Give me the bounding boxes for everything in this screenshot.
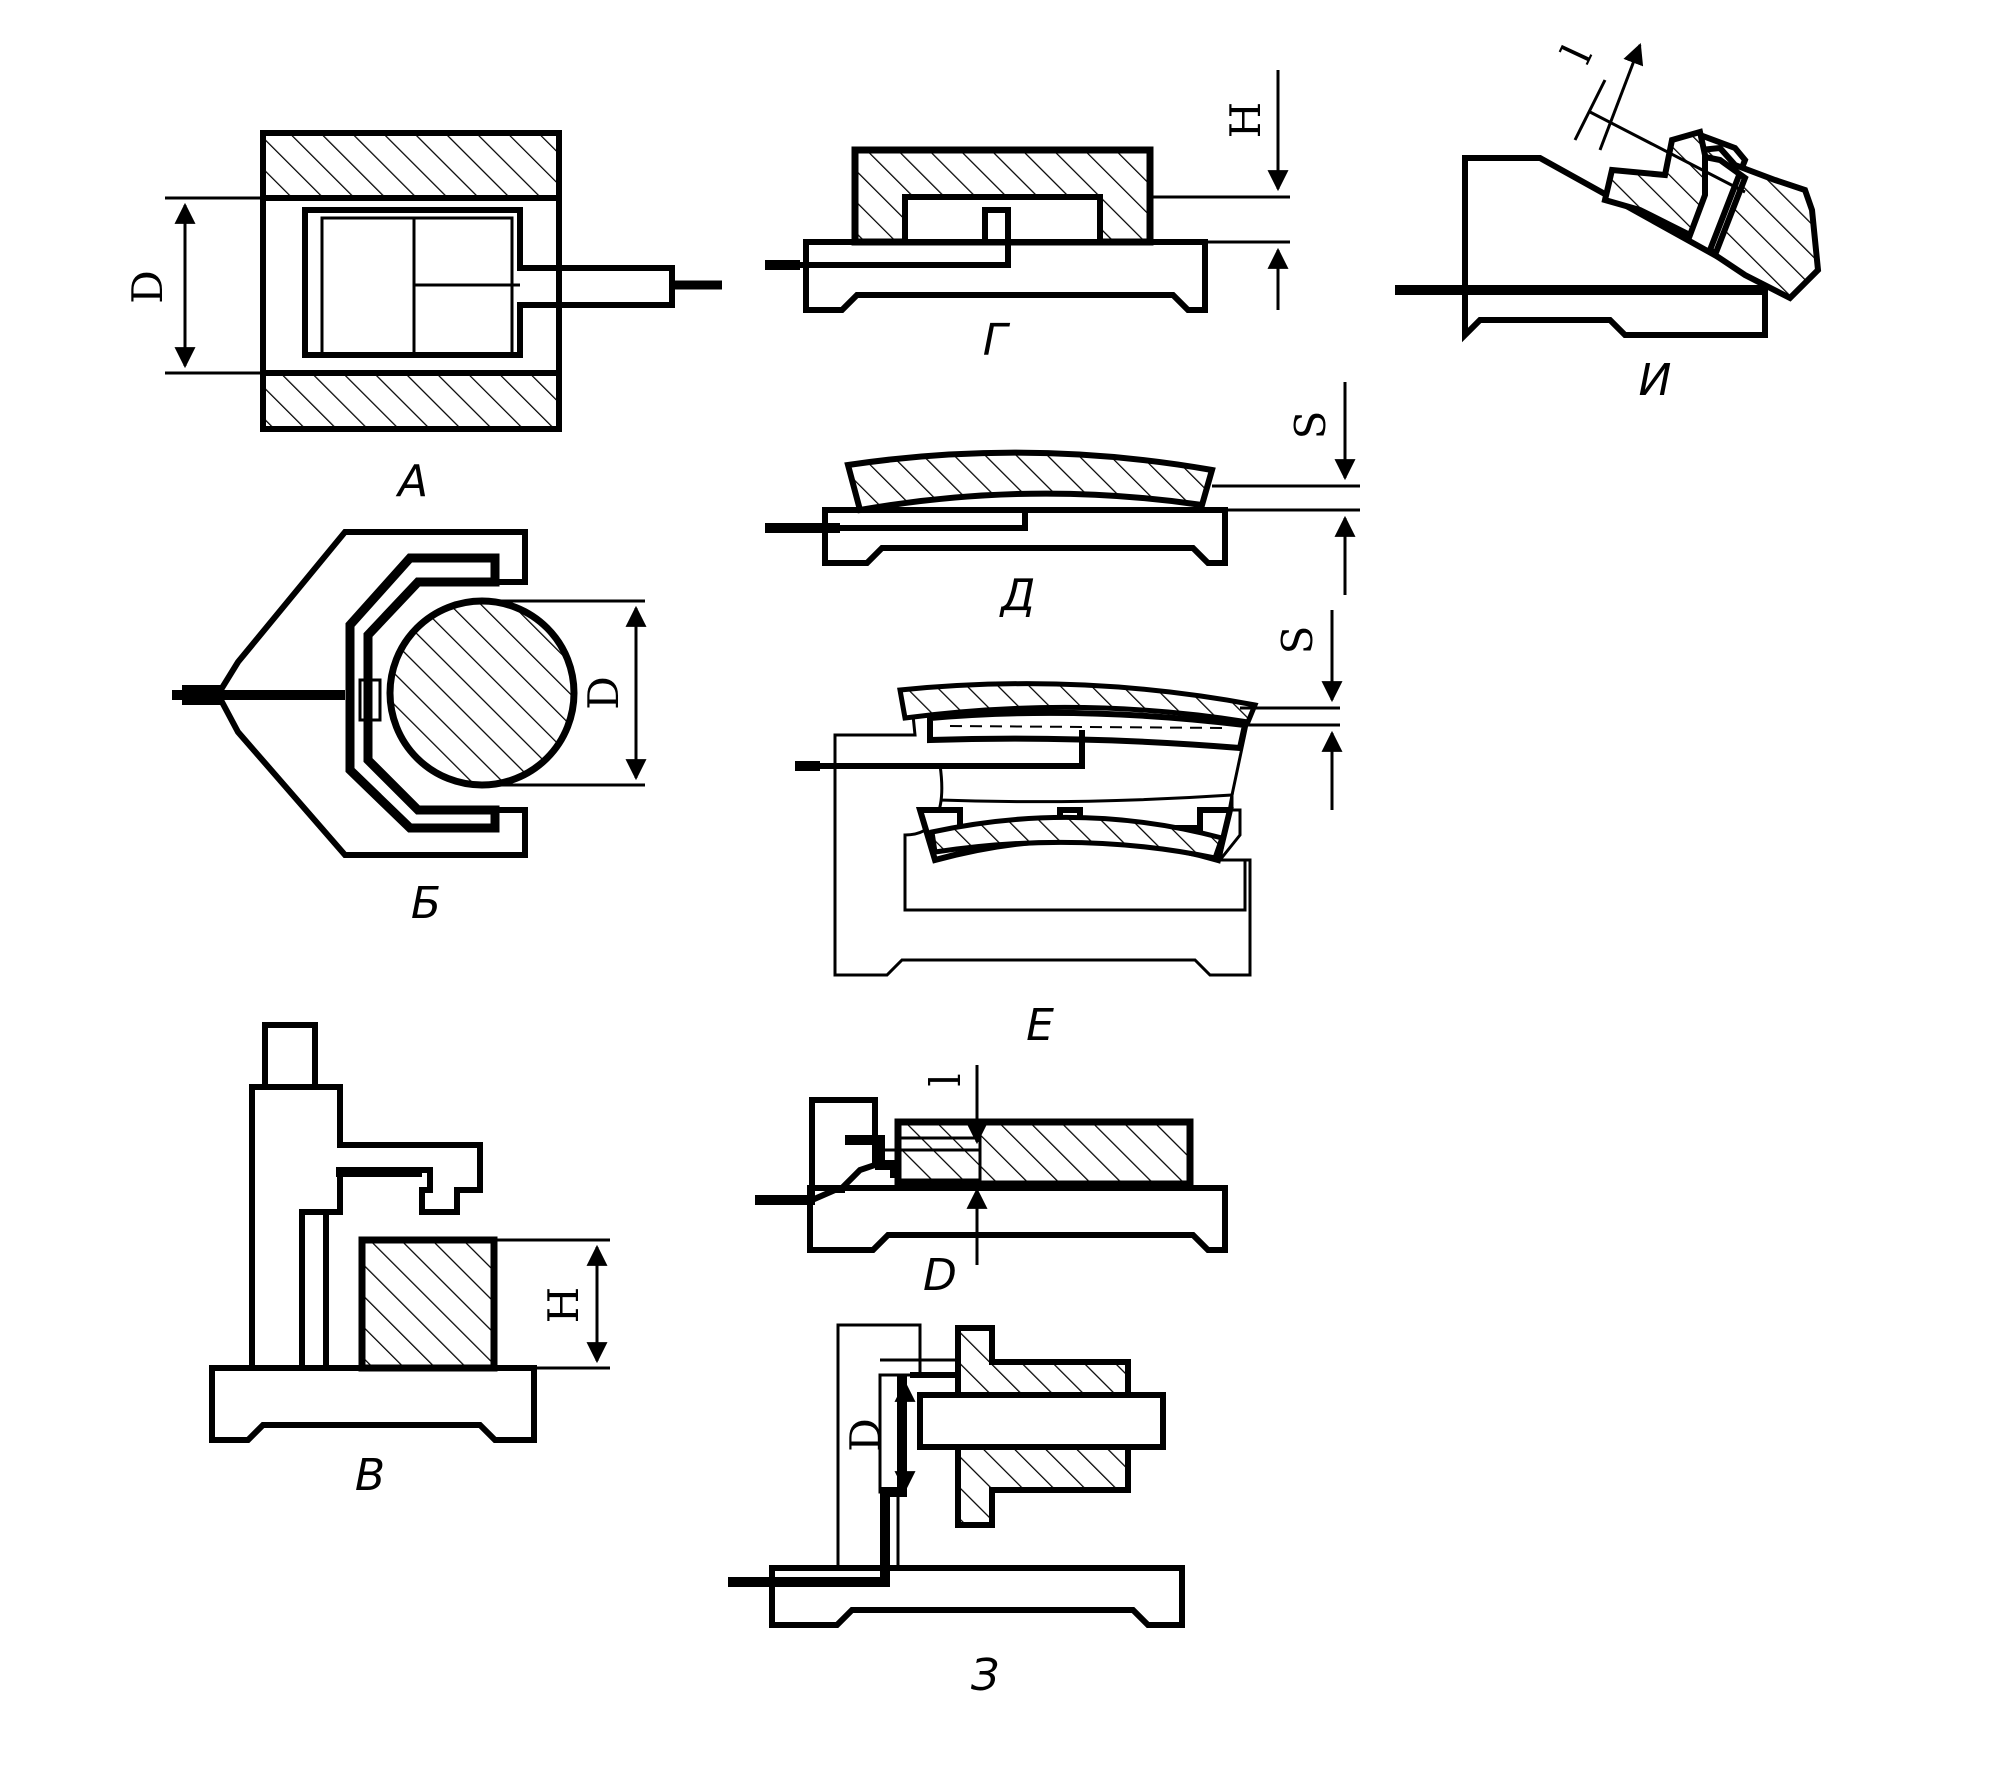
e-lower-part: [929, 814, 1226, 861]
a-dimension-label: D: [123, 270, 172, 304]
b-jaw: [345, 553, 500, 833]
v-stand: [249, 1084, 483, 1371]
figure-i-label: И: [1639, 355, 1672, 406]
g-base: [803, 239, 1208, 313]
figure-e: S Е: [795, 610, 1343, 1051]
a-bottom-hatch: [266, 373, 556, 426]
b-round-part: [386, 597, 578, 789]
figure-g: H Г: [765, 70, 1290, 366]
v-base: [209, 1365, 537, 1443]
v-part: [358, 1236, 498, 1372]
figure-zh: l D Ж: [755, 1065, 1228, 1301]
figure-z: D З: [728, 1323, 1185, 1701]
figure-a: D А: [123, 130, 722, 507]
b-dimension-label: D: [579, 676, 628, 710]
z-lower-bushing: [955, 1444, 1131, 1528]
d-dimension-label: S: [1286, 411, 1335, 440]
figure-e-label: Е: [1026, 1000, 1054, 1051]
e-dimension-label: S: [1273, 626, 1322, 655]
figure-d-label: Д: [999, 570, 1035, 621]
figure-g-label: Г: [983, 315, 1011, 366]
a-gauge-insert: [302, 207, 675, 358]
zh-dimension-label-l: l: [921, 1073, 970, 1086]
g-dimension-label: H: [1221, 102, 1270, 139]
z-dimension-label: D: [841, 1418, 890, 1452]
d-base: [822, 507, 1228, 566]
a-body-outline: [260, 130, 562, 432]
figure-b: D Б: [172, 529, 647, 929]
i-part: [1679, 144, 1822, 302]
zh-base: [807, 1185, 1228, 1253]
figure-d: S Д: [765, 382, 1360, 621]
figure-i: l И: [1395, 37, 1822, 406]
zh-dimension-label-d: D: [923, 1250, 957, 1301]
zh-part: [894, 1118, 1194, 1188]
zh-holder: [809, 1097, 878, 1205]
figure-v-label: В: [355, 1450, 385, 1501]
d-part: [844, 449, 1216, 514]
figure-z-label: З: [971, 1650, 999, 1701]
z-probe-path: [780, 1375, 907, 1587]
z-shaft: [917, 1392, 1166, 1450]
a-top-hatch: [266, 136, 556, 198]
z-upper-bushing: [955, 1325, 1131, 1398]
figure-b-label: Б: [411, 878, 441, 929]
e-upper-part: [897, 681, 1259, 725]
v-dimension-label: H: [539, 1287, 588, 1324]
g-probe-path: [800, 207, 1011, 268]
figure-v: H В: [209, 1022, 610, 1501]
i-dimension-label: l: [1552, 37, 1602, 70]
z-base: [769, 1565, 1185, 1628]
figure-a-label: А: [395, 456, 428, 507]
a-inner-block: [320, 216, 514, 358]
